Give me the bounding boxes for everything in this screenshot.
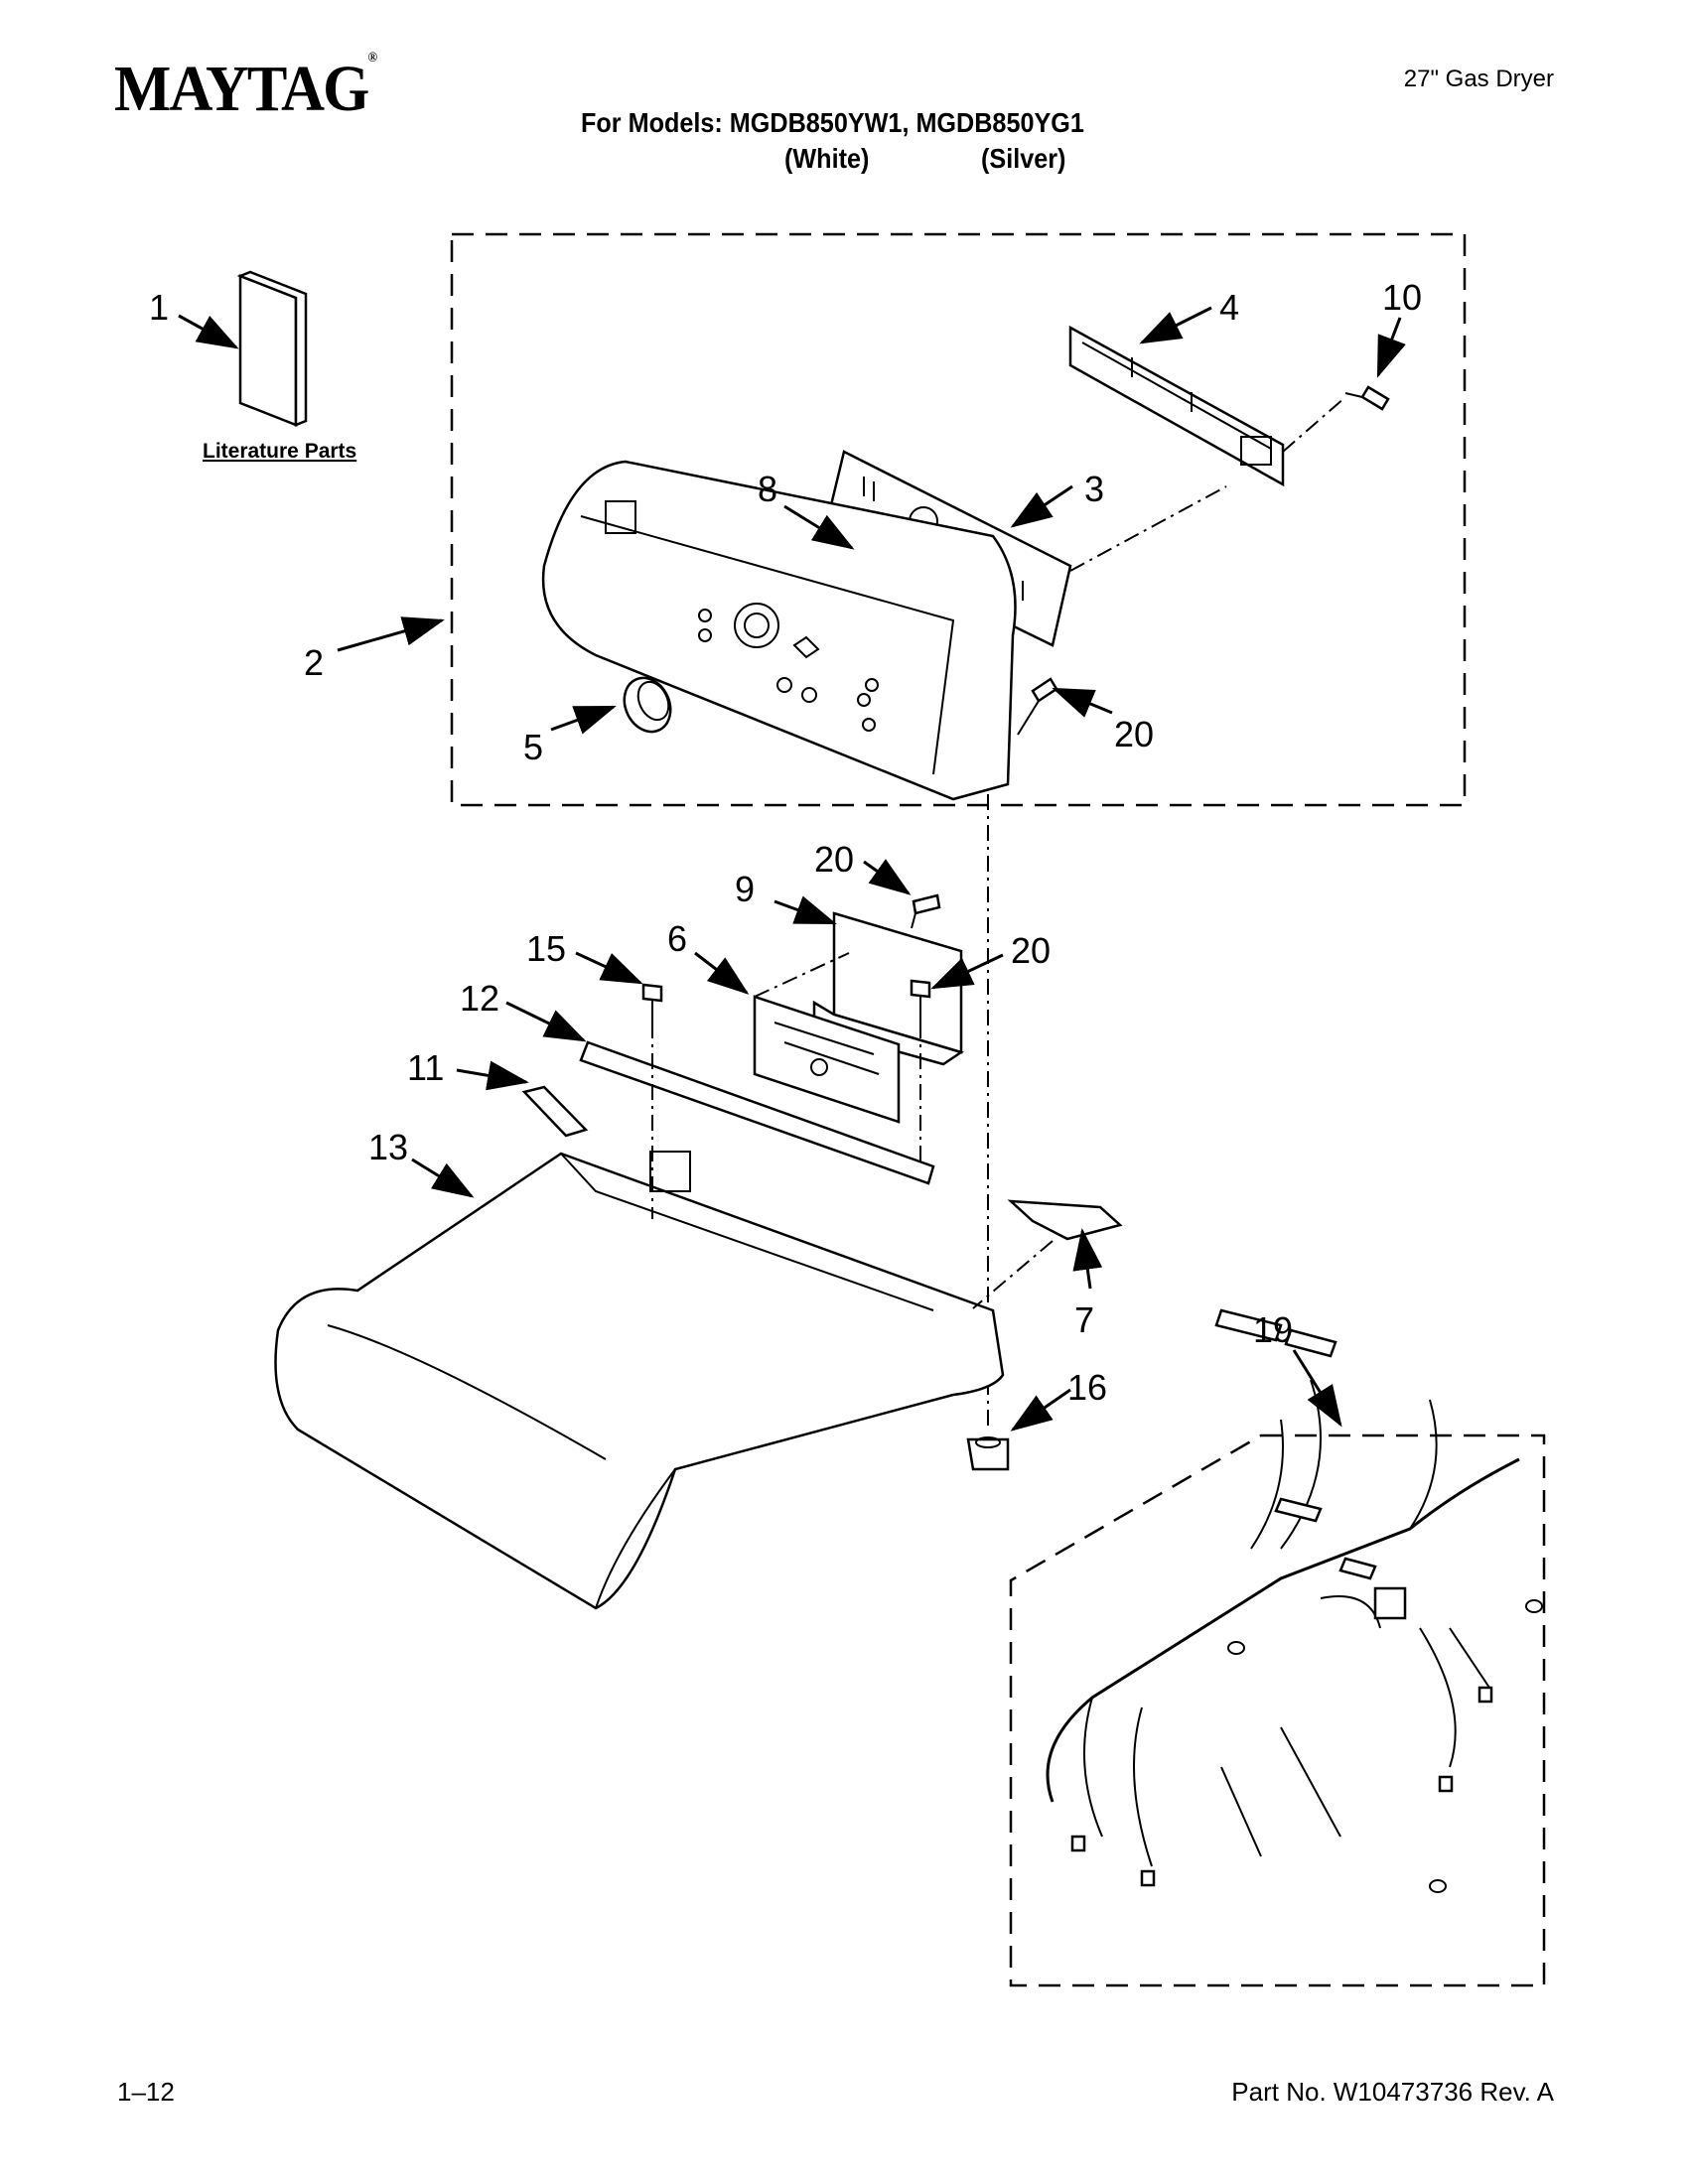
callout-6: 6 bbox=[667, 918, 687, 959]
dryer-top-panel bbox=[274, 1151, 1005, 1610]
arrow-2 bbox=[337, 616, 445, 652]
arrow-7 bbox=[1072, 1228, 1103, 1290]
callout-9: 9 bbox=[735, 869, 755, 909]
arrow-9 bbox=[774, 895, 837, 925]
control-knob bbox=[623, 676, 672, 734]
arrow-20-upper bbox=[1052, 687, 1113, 718]
page-number: 1–12 bbox=[117, 2077, 175, 2107]
product-type: 27" Gas Dryer bbox=[1403, 66, 1554, 92]
console-assembly-box bbox=[450, 232, 1467, 807]
arrow-11 bbox=[456, 1060, 529, 1091]
callout-3: 3 bbox=[1084, 469, 1104, 509]
console-mounting-rail bbox=[579, 1040, 935, 1185]
callout-1: 1 bbox=[149, 287, 169, 328]
callout-2: 2 bbox=[304, 642, 324, 683]
arrow-19 bbox=[1292, 1349, 1342, 1428]
arrow-20-middle bbox=[863, 859, 912, 895]
wiring-harness bbox=[1046, 1308, 1543, 1893]
model-color-white: (White) bbox=[784, 143, 870, 174]
arrow-1 bbox=[178, 314, 239, 349]
arrow-5 bbox=[550, 705, 617, 735]
screw-15 bbox=[641, 983, 663, 1023]
arrow-15 bbox=[575, 951, 643, 985]
mounting-bracket bbox=[812, 911, 964, 1066]
screw-20-upper bbox=[1017, 677, 1058, 736]
part-number: Part No. W10473736 Rev. A bbox=[1231, 2077, 1554, 2107]
callout-20-upper: 20 bbox=[1114, 714, 1154, 754]
callout-5: 5 bbox=[523, 727, 543, 767]
screw-20-lower bbox=[910, 979, 931, 1023]
callout-19: 19 bbox=[1253, 1309, 1293, 1350]
callout-8: 8 bbox=[758, 469, 777, 509]
brand-name: MAYTAG bbox=[114, 53, 369, 125]
literature-parts-label: Literature Parts bbox=[203, 440, 356, 463]
wiring-harness-box bbox=[1009, 1433, 1546, 1987]
arrow-4 bbox=[1139, 306, 1212, 344]
screw-20-middle bbox=[911, 893, 941, 929]
arrow-8 bbox=[783, 504, 855, 550]
screw-10 bbox=[1344, 385, 1390, 411]
callout-12: 12 bbox=[460, 978, 499, 1019]
tie-line-board bbox=[1069, 485, 1227, 572]
callout-11: 11 bbox=[407, 1047, 444, 1088]
callout-4: 4 bbox=[1219, 287, 1239, 328]
brand-logo: MAYTAG® bbox=[114, 51, 378, 127]
leveling-foot bbox=[966, 1436, 1010, 1471]
tie-line-7 bbox=[972, 1240, 1054, 1309]
arrow-13 bbox=[411, 1158, 475, 1198]
models-line: For Models: MGDB850YW1, MGDB850YG1 bbox=[581, 107, 1084, 138]
arrow-12 bbox=[505, 1001, 587, 1042]
felt-pad-7 bbox=[1007, 1199, 1123, 1241]
tie-line-10 bbox=[1282, 396, 1346, 453]
console-rear-bracket bbox=[1068, 325, 1285, 487]
arrow-10 bbox=[1376, 317, 1406, 378]
control-console bbox=[541, 460, 1017, 801]
callout-15: 15 bbox=[526, 928, 566, 969]
callout-13: 13 bbox=[368, 1127, 408, 1167]
arrow-3 bbox=[1010, 484, 1073, 528]
callout-7: 7 bbox=[1074, 1299, 1094, 1340]
callout-20-middle: 20 bbox=[814, 839, 854, 880]
callout-10: 10 bbox=[1382, 277, 1422, 318]
callout-16: 16 bbox=[1067, 1367, 1107, 1408]
callout-20-lower: 20 bbox=[1011, 930, 1051, 971]
literature-parts-booklet bbox=[236, 270, 308, 427]
felt-pad-11 bbox=[521, 1085, 589, 1138]
machine-control-module bbox=[753, 995, 901, 1124]
model-color-silver: (Silver) bbox=[981, 143, 1066, 174]
arrow-6 bbox=[694, 951, 750, 995]
brand-registered-mark: ® bbox=[367, 51, 378, 66]
arrow-16 bbox=[1010, 1388, 1071, 1432]
arrow-20-lower bbox=[930, 953, 1004, 990]
